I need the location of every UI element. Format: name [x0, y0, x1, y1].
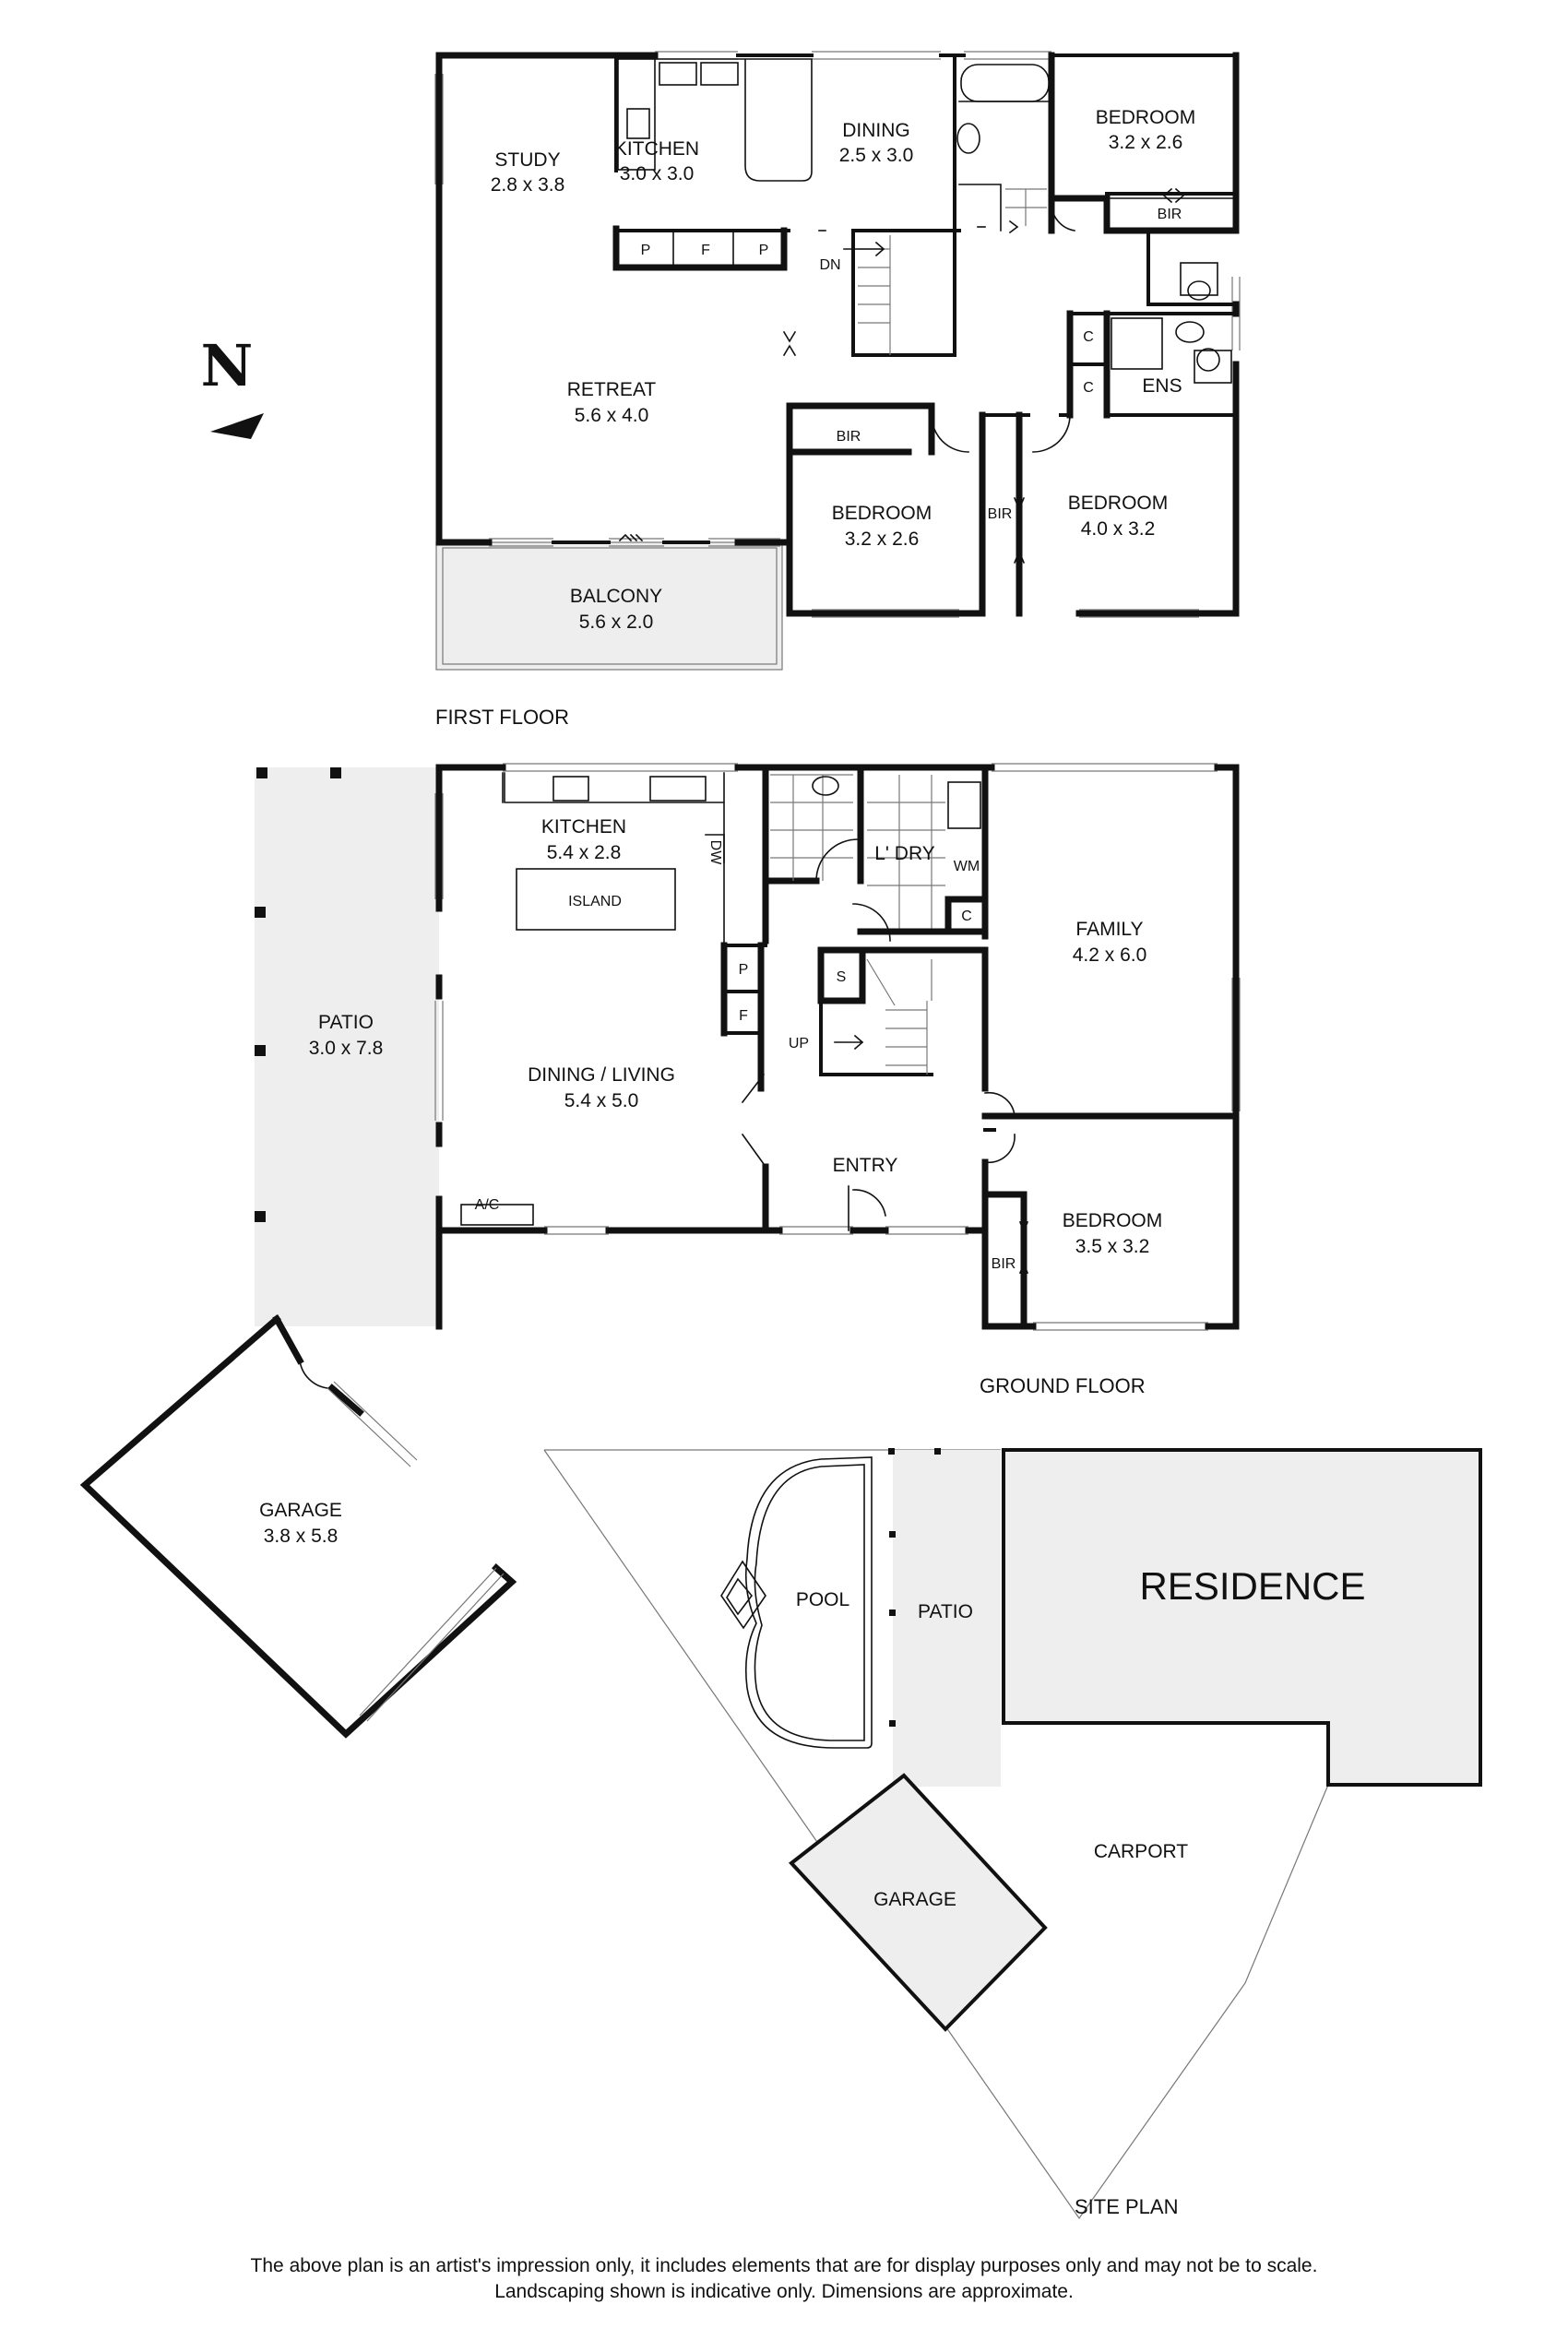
retreat-name: RETREAT — [567, 379, 657, 400]
gf-bedroom-name: BEDROOM — [1063, 1210, 1163, 1231]
washing-machine-label: WM — [954, 859, 980, 874]
balcony-name: BALCONY — [570, 586, 662, 607]
gf-fridge-label: F — [739, 1008, 748, 1024]
north-arrow-icon: N — [201, 332, 264, 439]
carport-label: CARPORT — [1094, 1841, 1188, 1862]
ground-floor-plan — [255, 763, 1241, 1331]
north-letter: N — [201, 332, 254, 399]
family-name: FAMILY — [1075, 919, 1143, 940]
dishwasher-label: DW — [707, 840, 723, 866]
ff-bir-1: BIR — [837, 429, 861, 445]
ff-bir-2: BIR — [988, 506, 1013, 522]
study-dims: 2.8 x 3.8 — [491, 174, 565, 196]
ff-pantry-1: P — [641, 243, 651, 258]
gf-patio-name: PATIO — [318, 1012, 374, 1033]
site-patio-label: PATIO — [918, 1601, 973, 1622]
storage-label: S — [837, 969, 847, 985]
stairs-up-label: UP — [789, 1036, 809, 1051]
site-plan-title: SITE PLAN — [1075, 2195, 1178, 2218]
first-floor-plan — [434, 51, 1241, 671]
pool-label: POOL — [796, 1589, 849, 1610]
garage-name: GARAGE — [259, 1500, 342, 1521]
ff-dining-name: DINING — [842, 120, 910, 141]
residence-label: RESIDENCE — [1139, 1564, 1365, 1608]
dining-living-name: DINING / LIVING — [528, 1064, 675, 1086]
ff-cupboard-2: C — [1083, 380, 1094, 396]
site-patio-area — [893, 1450, 1001, 1787]
ff-kitchen-dims: 3.0 x 3.0 — [620, 163, 695, 184]
family-dims: 4.2 x 6.0 — [1073, 944, 1147, 966]
dining-living-dims: 5.4 x 5.0 — [564, 1090, 639, 1111]
island-bench — [516, 868, 676, 931]
bedroom-se-name: BEDROOM — [1068, 493, 1169, 514]
residence-area — [1004, 1450, 1480, 1785]
gf-bir-label: BIR — [992, 1256, 1016, 1272]
entry-label: ENTRY — [833, 1155, 898, 1176]
balcony-dims: 5.6 x 2.0 — [579, 612, 654, 633]
garage-dims: 3.8 x 5.8 — [264, 1526, 339, 1547]
bedroom-mid-dims: 3.2 x 2.6 — [845, 529, 920, 550]
balcony-area — [436, 542, 782, 670]
bedroom-ne-name: BEDROOM — [1096, 107, 1196, 128]
retreat-dims: 5.6 x 4.0 — [575, 405, 649, 426]
ff-pantry-2: P — [759, 243, 769, 258]
bedroom-mid-name: BEDROOM — [832, 503, 932, 524]
laundry-label: L' DRY — [874, 843, 934, 864]
detached-garage — [79, 1314, 517, 1739]
study-name: STUDY — [494, 149, 560, 171]
bedroom-se-dims: 4.0 x 3.2 — [1081, 518, 1156, 540]
ff-kitchen-name: KITCHEN — [614, 138, 699, 160]
ff-dining-dims: 2.5 x 3.0 — [839, 145, 914, 166]
ff-fridge: F — [701, 243, 710, 258]
ff-cupboard-1: C — [1083, 329, 1094, 345]
gf-patio-area — [255, 767, 439, 1326]
first-floor-title: FIRST FLOOR — [435, 706, 569, 729]
site-plan-drawing — [543, 1448, 1482, 2220]
gf-patio-dims: 3.0 x 7.8 — [309, 1038, 384, 1059]
site-garage-label: GARAGE — [873, 1889, 956, 1910]
ff-stairs-down: DN — [819, 257, 840, 273]
ground-floor-title: GROUND FLOOR — [980, 1374, 1146, 1397]
bedroom-ne-dims: 3.2 x 2.6 — [1109, 132, 1183, 153]
disclaimer-line-1: The above plan is an artist's impression… — [250, 2255, 1318, 2276]
air-con-label: A/C — [475, 1197, 500, 1213]
island-label: ISLAND — [568, 894, 622, 909]
gf-kitchen-dims: 5.4 x 2.8 — [547, 842, 622, 863]
gf-cupboard-label: C — [961, 909, 972, 924]
site-garage-area — [791, 1776, 1045, 2029]
gf-kitchen-name: KITCHEN — [541, 816, 626, 837]
disclaimer-line-2: Landscaping shown is indicative only. Di… — [494, 2281, 1074, 2302]
gf-bedroom-dims: 3.5 x 3.2 — [1075, 1236, 1150, 1257]
ensuite-label: ENS — [1142, 375, 1182, 397]
ff-bir-3: BIR — [1158, 207, 1182, 222]
gf-pantry-label: P — [739, 962, 749, 978]
